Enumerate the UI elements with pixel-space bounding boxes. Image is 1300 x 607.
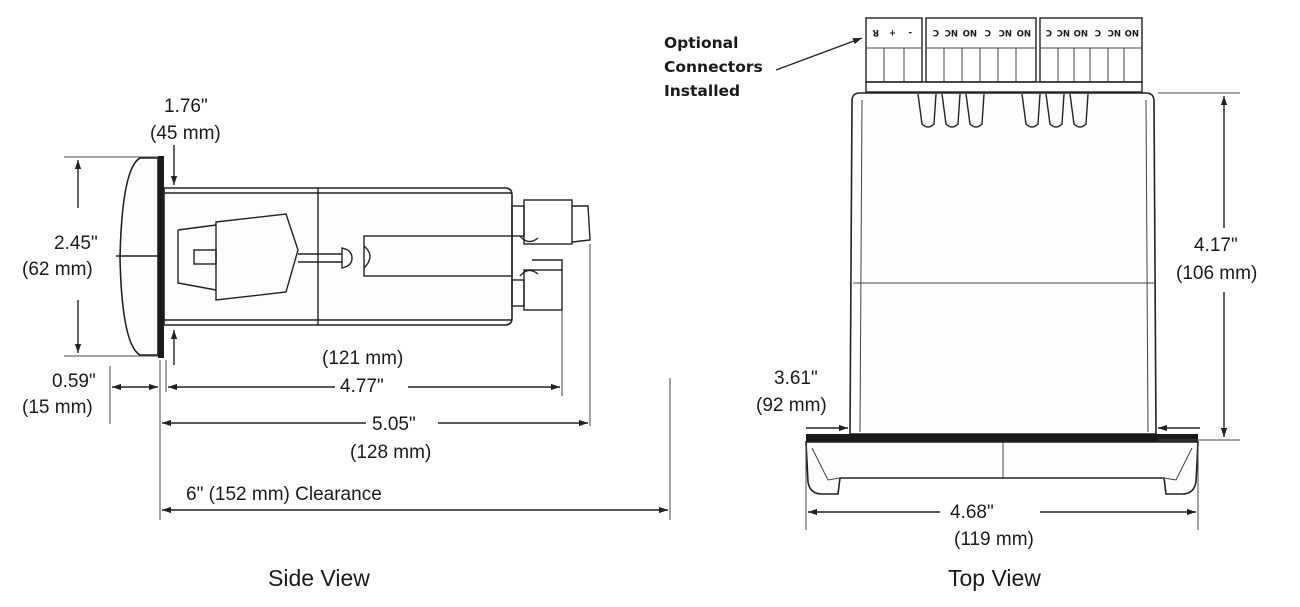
svg-text:-: - [908, 27, 912, 37]
side-height-in: 2.45" [54, 233, 98, 254]
svg-text:NO: NO [1074, 27, 1088, 37]
top-height-mm: (106 mm) [1176, 263, 1257, 284]
svg-text:C: C [1095, 27, 1101, 37]
svg-text:NO: NO [1017, 27, 1031, 37]
internal-mount [215, 213, 299, 301]
side-connector-lower [511, 259, 563, 311]
top-cutout-in: 3.61" [774, 368, 818, 389]
svg-text:R: R [872, 27, 879, 37]
top-cutout-mm: (92 mm) [756, 395, 827, 416]
svg-text:NC: NC [999, 27, 1012, 37]
callout-arrow [775, 37, 863, 71]
side-housing [163, 187, 513, 326]
top-housing [849, 92, 1157, 435]
top-view-caption: Top View [948, 565, 1041, 591]
terminal-block-2: C NC NO C NC NO [925, 17, 1037, 83]
side-depth-mm: (121 mm) [322, 348, 403, 369]
top-gasket [806, 434, 1198, 442]
side-total-depth-mm: (128 mm) [350, 442, 431, 463]
side-bezel-thickness-mm: (15 mm) [22, 397, 93, 418]
side-depth-in: 4.77" [340, 376, 384, 397]
side-height-mm: (62 mm) [22, 259, 93, 280]
side-bezel-depth-in: 1.76" [164, 96, 208, 117]
svg-text:C: C [985, 27, 991, 37]
top-height-in: 4.17" [1194, 235, 1238, 256]
terminal-block-3: C NC NO C NC NO [1039, 17, 1143, 83]
terminal-block-1: R + - [865, 17, 923, 83]
internal-board [363, 235, 513, 277]
svg-text:NC: NC [945, 27, 958, 37]
side-connector-upper [511, 199, 591, 245]
svg-text:NC: NC [1057, 27, 1070, 37]
side-total-depth-in: 5.05" [372, 414, 416, 435]
svg-text:C: C [1046, 27, 1052, 37]
svg-text:+: + [889, 27, 896, 37]
top-bezel [805, 441, 1199, 495]
callout-line-3: Installed [664, 82, 740, 100]
svg-text:NO: NO [1125, 27, 1139, 37]
svg-text:C: C [933, 27, 939, 37]
svg-text:NC: NC [1108, 27, 1121, 37]
side-bezel-thickness-in: 0.59" [52, 371, 96, 392]
internal-part-left [177, 230, 217, 291]
svg-text:NO: NO [963, 27, 977, 37]
callout-line-1: Optional [664, 34, 738, 52]
side-bezel-depth-mm: (45 mm) [150, 123, 221, 144]
top-view: R + - C NC NO C NC NO C [664, 17, 1257, 591]
housing-lugs [917, 93, 1089, 128]
side-view-caption: Side View [268, 565, 370, 591]
panel-gasket [158, 156, 164, 358]
top-width-in: 4.68" [950, 502, 994, 523]
callout-line-2: Connectors [664, 58, 763, 76]
top-width-mm: (119 mm) [954, 529, 1034, 550]
side-clearance: 6" (152 mm) Clearance [186, 484, 382, 505]
side-view: 2.45" (62 mm) 1.76" (45 mm) 0.59" (15 mm… [22, 96, 671, 591]
